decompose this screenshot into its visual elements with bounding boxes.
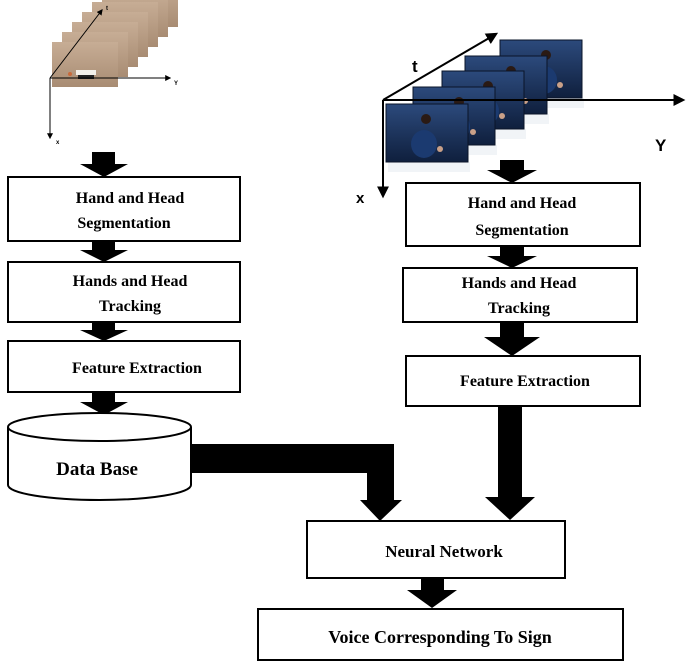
arrow-left-features-to-database <box>80 392 128 415</box>
right-box-feature-extraction: Feature Extraction <box>405 355 641 407</box>
left-tracking-line2: Tracking <box>99 298 161 315</box>
arrow-neural-network-to-output <box>407 577 457 608</box>
left-box-feature-extraction: Feature Extraction <box>7 340 241 393</box>
left-x-label: x <box>56 140 60 146</box>
left-t-axis <box>49 9 103 79</box>
left-video-frame <box>52 42 118 87</box>
right-segmentation-line2: Segmentation <box>475 222 568 239</box>
right-features-label: Feature Extraction <box>460 373 590 390</box>
right-box-segmentation: Hand and Head Segmentation <box>405 182 641 247</box>
arrow-left-input-to-segmentation <box>80 152 128 177</box>
arrow-database-to-neural-network <box>191 444 402 521</box>
output-label: Voice Corresponding To Sign <box>328 627 552 647</box>
output-box: Voice Corresponding To Sign <box>257 608 624 661</box>
left-segmentation-line2: Segmentation <box>77 215 170 232</box>
left-t-label: t <box>106 6 108 12</box>
right-y-label: Y <box>655 136 667 155</box>
arrow-right-segmentation-to-tracking <box>487 246 537 268</box>
arrow-left-segmentation-to-tracking <box>80 241 128 262</box>
right-box-tracking: Hands and Head Tracking <box>402 267 638 323</box>
right-video-frame <box>385 103 470 172</box>
right-frame-stack: t Y x <box>356 32 686 207</box>
left-tracking-line1: Hands and Head <box>73 273 188 290</box>
right-t-label: t <box>412 57 418 76</box>
right-segmentation-line1: Hand and Head <box>468 195 577 212</box>
left-y-label: Y <box>174 81 178 87</box>
left-segmentation-line1: Hand and Head <box>76 190 185 207</box>
neural-network-label: Neural Network <box>385 542 503 561</box>
right-x-label: x <box>356 190 365 207</box>
left-frame-stack: t Y x <box>47 0 178 146</box>
right-t-axis <box>382 32 499 101</box>
arrow-left-tracking-to-features <box>80 322 128 341</box>
left-frames <box>52 0 178 87</box>
right-tracking-line1: Hands and Head <box>462 275 577 292</box>
neural-network-box: Neural Network <box>306 520 566 579</box>
right-tracking-line2: Tracking <box>488 300 550 317</box>
left-box-segmentation: Hand and Head Segmentation <box>7 176 241 242</box>
database-cylinder: Data Base <box>7 412 192 501</box>
arrow-right-features-to-neural-network <box>485 406 535 520</box>
left-box-tracking: Hands and Head Tracking <box>7 261 241 323</box>
database-label: Data Base <box>56 459 138 480</box>
arrow-right-tracking-to-features <box>484 322 540 356</box>
arrow-right-input-to-segmentation <box>487 160 537 183</box>
left-features-label: Feature Extraction <box>72 360 202 377</box>
